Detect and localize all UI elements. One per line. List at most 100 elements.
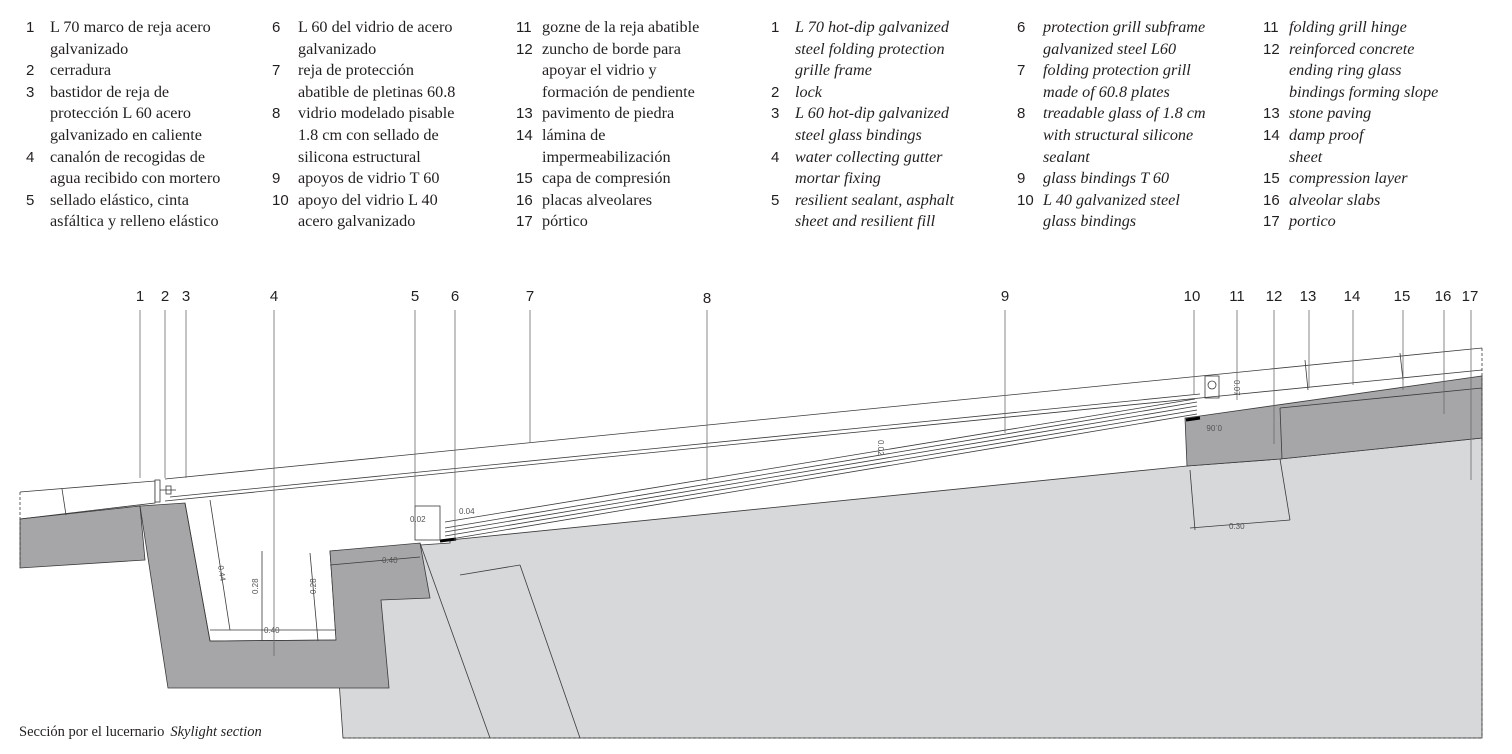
legend-text: L 60 hot-dip galvanized steel glass bind… (795, 104, 949, 144)
legend-number: 6 (1017, 19, 1026, 36)
legend-item: 3 bastidor de reja de protección L 60 ace… (26, 82, 220, 147)
dim-hinge-height: 0.07 (1232, 380, 1241, 396)
legend-item: 8 vidrio modelado pisable 1.8 cm con sell… (272, 103, 455, 168)
legend-number: 11 (516, 19, 532, 36)
legend-text: gozne de la reja abatible (542, 18, 700, 36)
legend-text: folding grill hinge (1289, 18, 1407, 36)
glass-layers (444, 398, 1198, 541)
dimension-labels: 0.44 0.28 0.28 0.40 0.40 0.02 0.04 0.02 … (216, 380, 1245, 635)
legend-item: 14 damp proof sheet (1263, 125, 1438, 168)
legend-number: 1 (26, 19, 35, 36)
caption-english: Skylight section (170, 724, 262, 740)
legend-number: 9 (1017, 170, 1026, 188)
dim-gutter-depth-left: 0.28 (251, 578, 260, 594)
legend-number: 13 (1263, 105, 1280, 123)
legend-text: apoyo del vidrio L 40 acero galvanizado (298, 190, 438, 231)
legend-text: L 70 marco de reja acero galvanizado (50, 18, 211, 58)
legend-number: 14 (1263, 126, 1280, 144)
legend-text: alveolar slabs (1289, 190, 1381, 209)
legend-text: folding protection grill made of 60.8 pl… (1043, 61, 1191, 101)
portico-fill (329, 437, 1483, 739)
legend-number: 13 (516, 105, 533, 123)
legend-text: resilient sealant, asphalt sheet and res… (795, 190, 955, 231)
callout-numbers: 1 2 3 4 5 6 7 8 9 10 11 12 13 14 15 16 1… (136, 288, 1479, 307)
legend-text: canalón de recogidas de agua recibido co… (50, 147, 221, 188)
legend-text: reinforced concrete ending ring glass bi… (1289, 39, 1439, 101)
callout-17: 17 (1462, 288, 1479, 305)
legend-number: 16 (516, 191, 533, 209)
legend-number: 9 (272, 170, 281, 188)
legend-number: 3 (26, 83, 35, 101)
callout-9: 9 (1001, 288, 1009, 305)
dim-seal-gap: 0.02 (410, 515, 426, 524)
legend-number: 5 (771, 191, 780, 209)
callout-1: 1 (136, 288, 144, 305)
callout-10: 10 (1184, 288, 1201, 305)
legend-number: 6 (272, 19, 281, 36)
legend-number: 17 (1263, 213, 1280, 231)
legend-number: 14 (516, 126, 533, 144)
legend-text: capa de compresión (542, 169, 671, 188)
legend-text: sellado elástico, cinta asfáltica y rell… (50, 190, 219, 231)
callout-4: 4 (270, 288, 278, 305)
legend-item: 17 portico (1263, 211, 1438, 233)
legend-number: 10 (272, 191, 289, 209)
legend-number: 16 (1263, 191, 1280, 209)
gutter-wall (139, 502, 431, 689)
legend-text: placas alveolares (542, 190, 653, 209)
legend-item: 16 alveolar slabs (1263, 190, 1438, 212)
callout-5: 5 (411, 288, 419, 305)
legend-text: L 40 galvanized steel glass bindings (1043, 190, 1180, 231)
legend-item: 10 apoyo del vidrio L 40 acero galvanizad… (272, 190, 455, 233)
legend-text: bastidor de reja de protección L 60 acer… (50, 82, 202, 144)
legend-text: cerradura (50, 61, 112, 80)
legend-text: water collecting gutter mortar fixing (795, 147, 943, 188)
legend-number: 15 (1263, 170, 1280, 188)
legend-text: pórtico (542, 212, 588, 231)
legend-item: 13 pavimento de piedra (516, 103, 699, 125)
callout-13: 13 (1300, 288, 1317, 305)
legend-text: vidrio modelado pisable 1.8 cm con sella… (298, 104, 455, 166)
legend-text: damp proof sheet (1289, 125, 1364, 166)
dim-gutter-width: 0.40 (264, 626, 280, 635)
legend-text: reja de protección abatible de pletinas … (298, 61, 456, 101)
legend-number: 5 (26, 191, 35, 209)
legend-item: 5 sellado elástico, cinta asfáltica y rel… (26, 190, 220, 233)
hinge-icon (1207, 380, 1217, 390)
legend-text: pavimento de piedra (542, 104, 675, 123)
legend-text: treadable glass of 1.8 cm with structura… (1043, 104, 1206, 166)
callout-12: 12 (1266, 288, 1283, 305)
dim-ring-beam-width: 0.30 (1229, 522, 1245, 531)
caption-spanish: Sección por el lucernario (19, 724, 165, 740)
figure-caption: Sección por el lucernario Skylight sectio… (19, 724, 262, 741)
lock-icon (154, 479, 161, 503)
legend-item: 1 L 70 marco de reja acero galvanizado (26, 17, 220, 60)
dim-gutter-depth-right: 0.28 (309, 578, 318, 594)
legend-number: 8 (272, 105, 281, 123)
legend-text: protection grill subframe galvanized ste… (1043, 18, 1206, 58)
legend-number: 15 (516, 170, 533, 188)
legend-text: portico (1289, 212, 1336, 231)
legend-number: 12 (516, 40, 533, 58)
legend-number: 4 (771, 148, 780, 166)
callout-14: 14 (1344, 288, 1361, 305)
callout-8: 8 (703, 290, 711, 307)
